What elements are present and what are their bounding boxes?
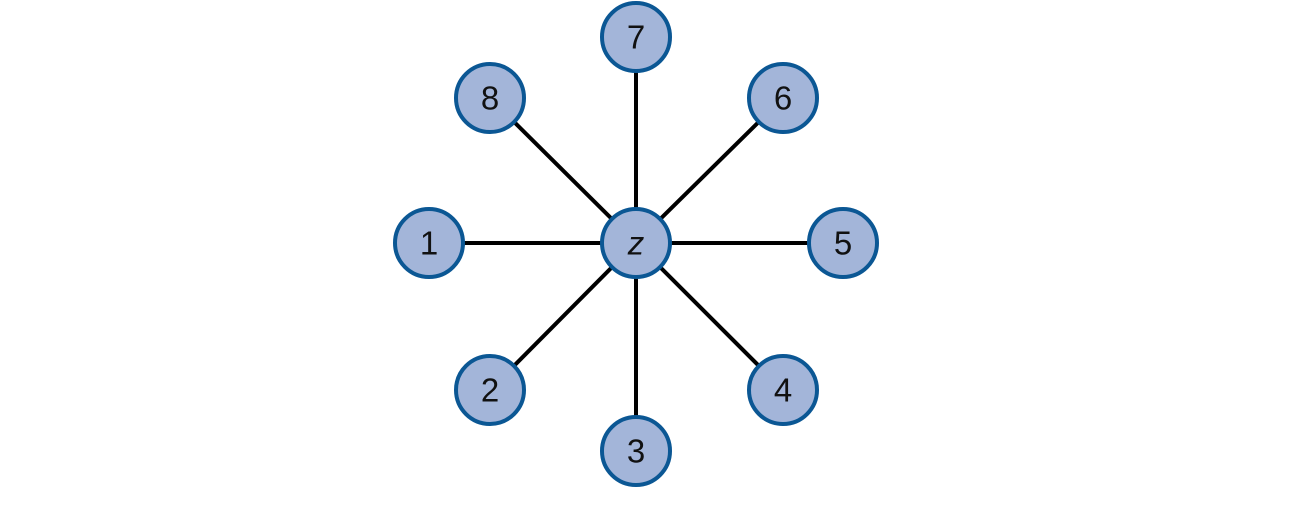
- node-2: 2: [454, 354, 526, 426]
- node-circle-3: [600, 415, 672, 487]
- node-label-7: 7: [627, 19, 645, 56]
- node-label-2: 2: [481, 372, 499, 409]
- node-label-6: 6: [774, 80, 792, 117]
- node-label-5: 5: [834, 225, 852, 262]
- node-circle-8: [454, 62, 526, 134]
- node-6: 6: [747, 62, 819, 134]
- node-label-4: 4: [774, 372, 792, 409]
- node-label-1: 1: [420, 225, 438, 262]
- node-7: 7: [600, 1, 672, 73]
- nodes-group: 1 2 3 4 5 6 7 8 z: [393, 1, 879, 487]
- node-label-z: z: [627, 225, 645, 262]
- node-4: 4: [747, 354, 819, 426]
- node-3: 3: [600, 415, 672, 487]
- node-1: 1: [393, 207, 465, 279]
- node-label-8: 8: [481, 80, 499, 117]
- node-8: 8: [454, 62, 526, 134]
- node-label-3: 3: [627, 433, 645, 470]
- node-circle-6: [747, 62, 819, 134]
- node-circle-7: [600, 1, 672, 73]
- node-circle-4: [747, 354, 819, 426]
- node-circle-5: [807, 207, 879, 279]
- node-5: 5: [807, 207, 879, 279]
- node-circle-1: [393, 207, 465, 279]
- node-z: z: [600, 207, 672, 279]
- node-circle-z: [600, 207, 672, 279]
- node-circle-2: [454, 354, 526, 426]
